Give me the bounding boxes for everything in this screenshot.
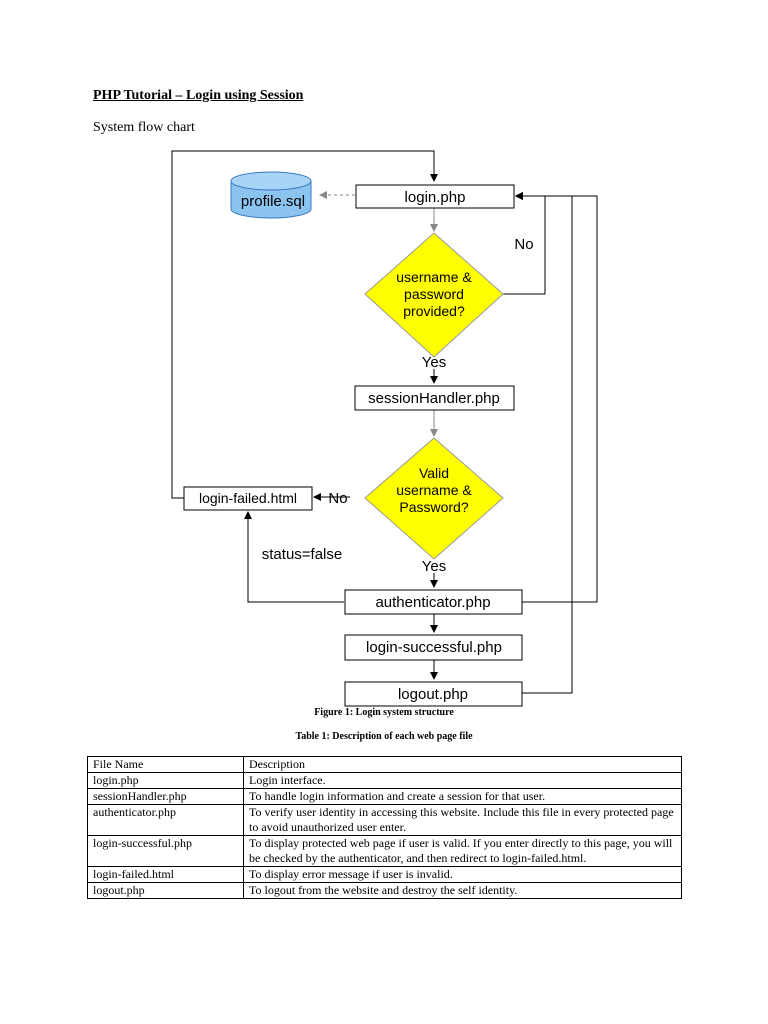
decision-credentials-provided: username & password provided? bbox=[364, 232, 504, 358]
cell-description: To display protected web page if user is… bbox=[243, 835, 682, 867]
edge-failed-to-login bbox=[171, 150, 438, 499]
label-no-2: No bbox=[328, 490, 347, 507]
decision2-line3: Password? bbox=[399, 499, 468, 515]
decision1-line3: provided? bbox=[403, 303, 465, 319]
cell-file-name: login.php bbox=[87, 772, 244, 789]
session-node: sessionHandler.php bbox=[354, 385, 515, 411]
cell-description: To logout from the website and destroy t… bbox=[243, 882, 682, 899]
successful-node: login-successful.php bbox=[344, 634, 523, 661]
table-row: sessionHandler.php To handle login infor… bbox=[87, 788, 682, 805]
table-caption: Table 1: Description of each web page fi… bbox=[295, 731, 473, 742]
table-row: login-successful.php To display protecte… bbox=[87, 835, 682, 867]
successful-label: login-successful.php bbox=[366, 639, 502, 656]
label-yes-1: Yes bbox=[422, 354, 446, 371]
decision2-line2: username & bbox=[396, 482, 472, 498]
decision1-line1: username & bbox=[396, 269, 472, 285]
label-status-false: status=false bbox=[262, 546, 342, 563]
table-row: login-failed.html To display error messa… bbox=[87, 866, 682, 883]
cell-description: Login interface. bbox=[243, 772, 682, 789]
edge-status-false bbox=[244, 511, 344, 603]
edge-authenticator-to-login bbox=[515, 192, 598, 603]
system-flow-chart: profile.sql login.php username & passwor… bbox=[171, 150, 598, 707]
logout-node: logout.php bbox=[344, 681, 523, 707]
figure-caption: Figure 1: Login system structure bbox=[314, 707, 454, 718]
decision-valid-credentials: Valid username & Password? bbox=[364, 437, 504, 560]
failed-node: login-failed.html bbox=[183, 486, 313, 511]
login-label: login.php bbox=[405, 189, 466, 206]
edge-logout-to-login bbox=[515, 192, 573, 694]
database-label: profile.sql bbox=[241, 193, 305, 210]
logout-label: logout.php bbox=[398, 686, 468, 703]
cell-file-name: logout.php bbox=[87, 882, 244, 899]
document-subtitle: System flow chart bbox=[93, 120, 195, 135]
label-no-1: No bbox=[514, 236, 533, 253]
header-file-name: File Name bbox=[87, 756, 244, 773]
failed-label: login-failed.html bbox=[199, 490, 297, 506]
cell-description: To display error message if user is inva… bbox=[243, 866, 682, 883]
cell-description: To handle login information and create a… bbox=[243, 788, 682, 805]
connector-lines bbox=[171, 150, 598, 694]
cell-file-name: sessionHandler.php bbox=[87, 788, 244, 805]
login-node: login.php bbox=[355, 184, 515, 209]
file-description-table: File Name Description login.php Login in… bbox=[87, 756, 682, 899]
header-description: Description bbox=[243, 756, 682, 773]
cell-file-name: login-successful.php bbox=[87, 835, 244, 867]
label-yes-2: Yes bbox=[422, 558, 446, 575]
cell-file-name: authenticator.php bbox=[87, 804, 244, 836]
authenticator-node: authenticator.php bbox=[344, 589, 523, 615]
decision1-line2: password bbox=[404, 286, 464, 302]
table-row: login.php Login interface. bbox=[87, 772, 682, 789]
table-header-row: File Name Description bbox=[87, 756, 682, 773]
table-row: authenticator.php To verify user identit… bbox=[87, 804, 682, 836]
database-node: profile.sql bbox=[230, 171, 312, 219]
cell-file-name: login-failed.html bbox=[87, 866, 244, 883]
table-row: logout.php To logout from the website an… bbox=[87, 882, 682, 899]
cell-description: To verify user identity in accessing thi… bbox=[243, 804, 682, 836]
decision2-line1: Valid bbox=[419, 465, 449, 481]
session-label: sessionHandler.php bbox=[368, 390, 500, 407]
document-title: PHP Tutorial – Login using Session bbox=[93, 88, 304, 103]
authenticator-label: authenticator.php bbox=[375, 594, 490, 611]
